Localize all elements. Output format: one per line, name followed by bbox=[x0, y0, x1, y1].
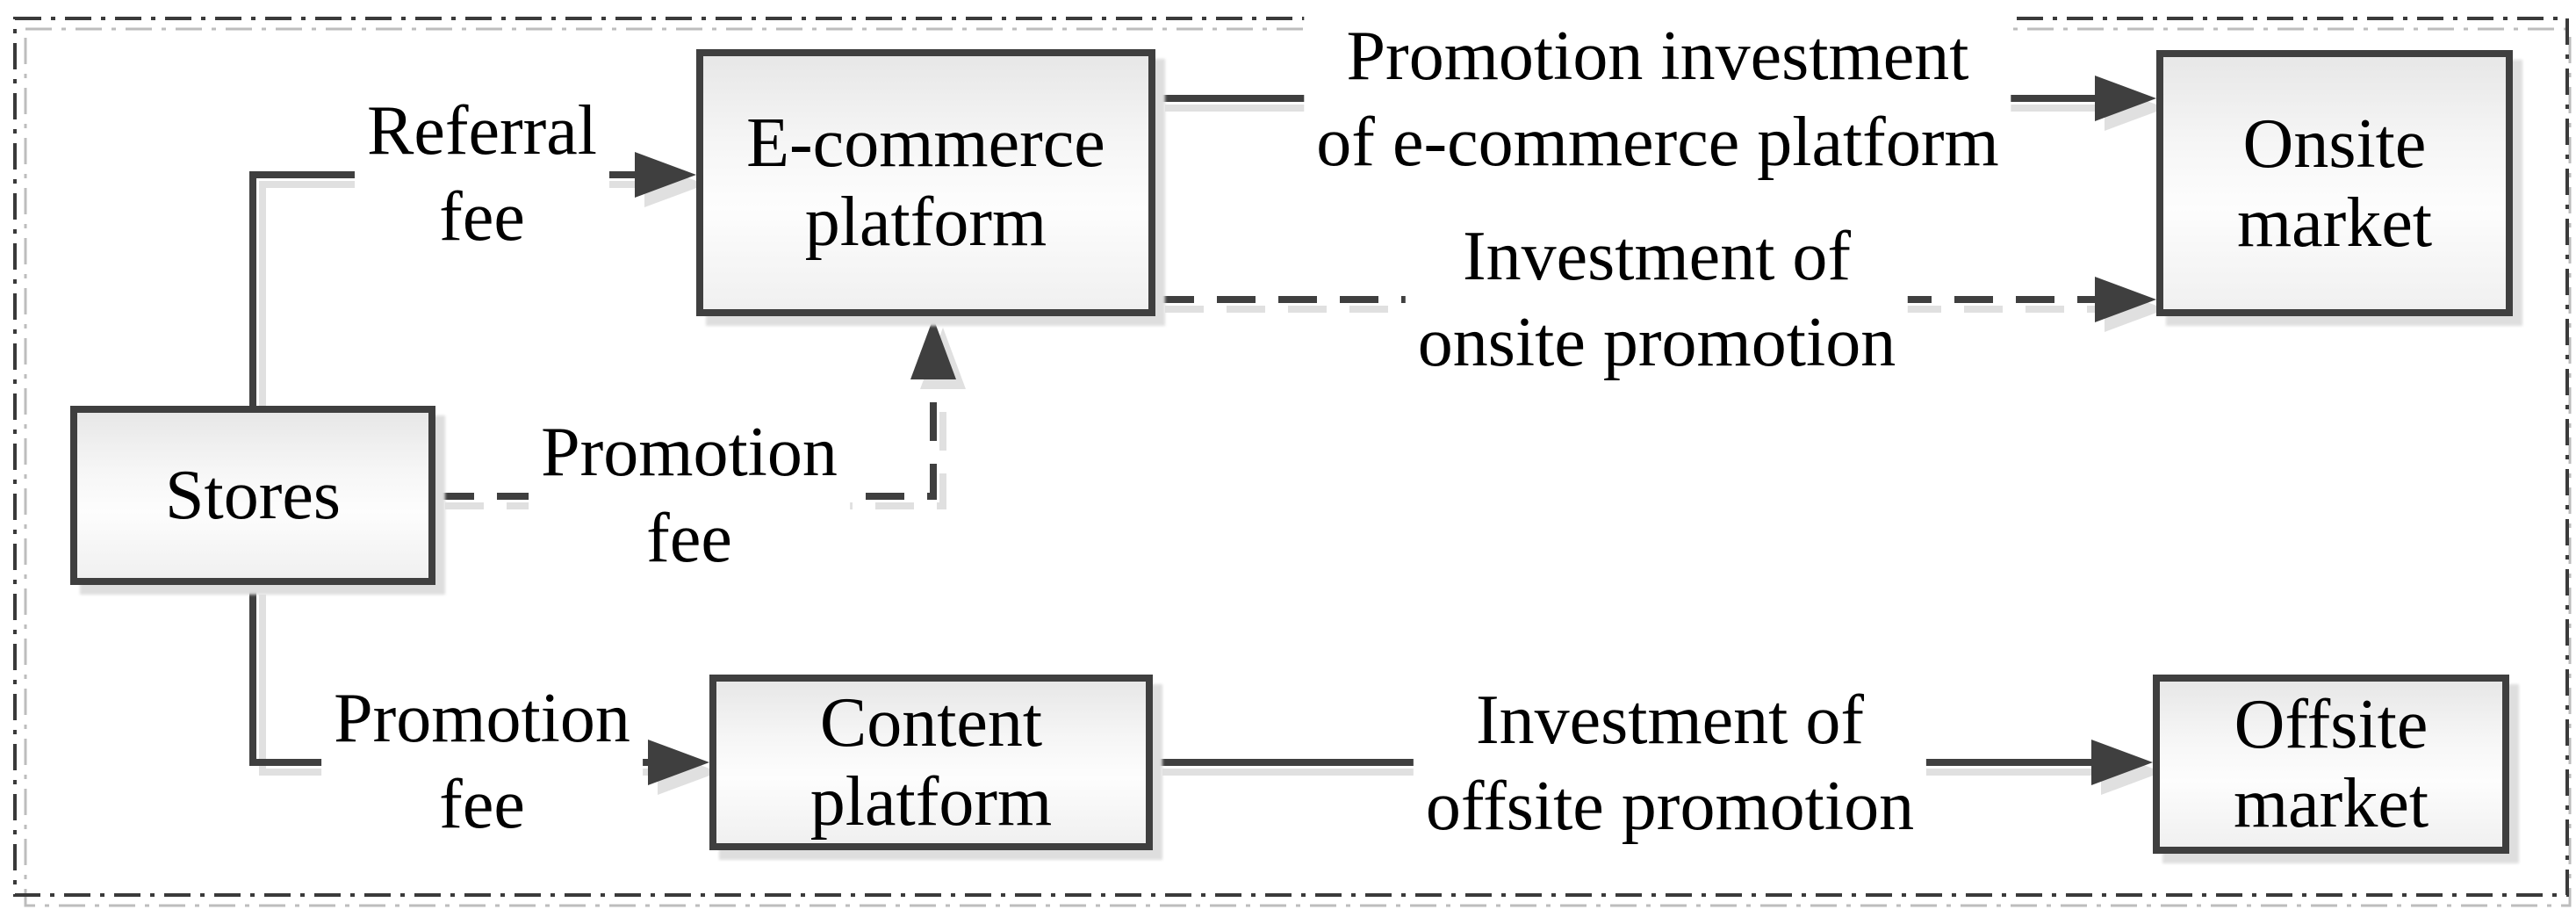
outer-dashdot-border bbox=[13, 17, 2569, 897]
edge-label-promotion-investment: Promotion investment of e-commerce platf… bbox=[1304, 13, 2011, 185]
edge-offsite-promotion-arrowhead bbox=[2091, 740, 2153, 785]
outer-dashdot-border-shadow bbox=[24, 27, 2572, 907]
node-ecommerce-platform: E-commerce platform bbox=[696, 49, 1155, 316]
node-offsite-market: Offsite market bbox=[2153, 675, 2509, 854]
edge-label-promotion-fee-ecommerce: Promotion fee bbox=[529, 409, 850, 581]
node-ecommerce-platform-label: E-commerce platform bbox=[746, 105, 1105, 261]
edge-referral-fee-arrowhead bbox=[635, 152, 696, 198]
edge-label-referral-fee: Referral fee bbox=[354, 88, 610, 260]
edge-label-offsite-promotion: Investment of offsite promotion bbox=[1413, 677, 1927, 849]
node-onsite-market: Onsite market bbox=[2156, 50, 2513, 316]
edge-promotion-investment-arrowhead bbox=[2095, 76, 2156, 121]
node-stores-label: Stores bbox=[165, 457, 341, 534]
node-content-platform: Content platform bbox=[709, 675, 1153, 850]
node-stores: Stores bbox=[70, 406, 435, 585]
node-onsite-market-label: Onsite market bbox=[2236, 105, 2433, 262]
edge-label-onsite-promotion: Investment of onsite promotion bbox=[1405, 213, 1909, 386]
edge-promotion-fee-dashed-line bbox=[435, 383, 937, 500]
node-offsite-market-label: Offsite market bbox=[2233, 686, 2429, 842]
node-content-platform-label: Content platform bbox=[809, 684, 1053, 841]
edge-content-promotion-fee-arrowhead bbox=[648, 740, 709, 785]
edge-promotion-fee-arrowhead bbox=[910, 318, 956, 379]
edge-label-promotion-fee-content: Promotion fee bbox=[321, 675, 643, 848]
edge-onsite-promotion-arrowhead bbox=[2095, 277, 2156, 322]
